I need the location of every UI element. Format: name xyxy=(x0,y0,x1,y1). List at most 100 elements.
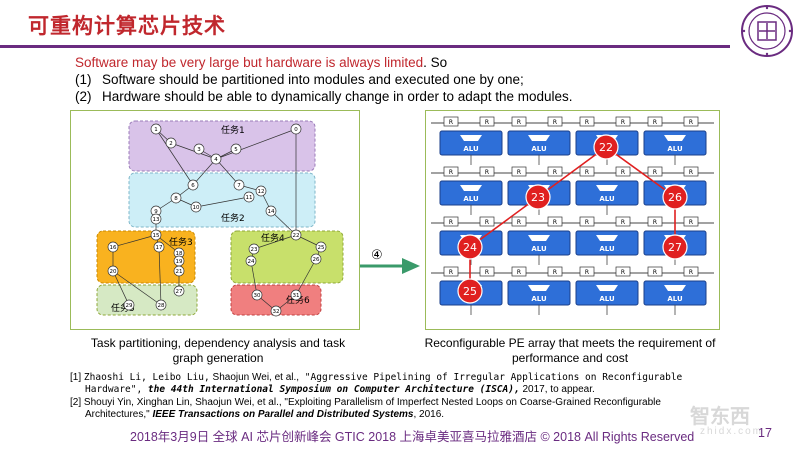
svg-text:22: 22 xyxy=(293,233,300,239)
task-node-29: 29 xyxy=(123,299,135,311)
alu-label: ALU xyxy=(599,245,615,253)
svg-text:18: 18 xyxy=(176,251,183,257)
intro-item-1-text: Software should be partitioned into modu… xyxy=(102,72,524,87)
task-node-19: 19 xyxy=(173,255,185,267)
reference-1-line2-a: Hardware", xyxy=(85,384,143,395)
task-node-1: 1 xyxy=(150,123,162,135)
register-label: R xyxy=(689,219,693,226)
intro-item-2-text: Hardware should be able to dynamically c… xyxy=(102,89,573,104)
svg-text:0: 0 xyxy=(294,127,298,133)
intro-item-1-num: (1) xyxy=(75,72,92,87)
svg-text:14: 14 xyxy=(268,209,275,215)
mapped-task-23: 23 xyxy=(525,184,551,210)
svg-text:24: 24 xyxy=(463,241,477,254)
task-node-3: 3 xyxy=(193,143,205,155)
group-task3 xyxy=(96,230,196,284)
title-divider xyxy=(0,45,730,48)
task-node-22: 22 xyxy=(290,229,302,241)
intro-highlight: Software may be very large but hardware … xyxy=(75,55,424,70)
svg-text:12: 12 xyxy=(258,189,265,195)
register-label: R xyxy=(553,119,557,126)
task-node-17: 17 xyxy=(153,241,165,253)
pe-array-svg: RRALURRALURRALURRALURRALURRALURRALURRALU… xyxy=(431,116,714,315)
task-dependency-edge xyxy=(170,142,217,160)
register-label: R xyxy=(517,169,521,176)
svg-text:3: 3 xyxy=(197,147,201,153)
svg-text:21: 21 xyxy=(176,269,183,275)
register-label: R xyxy=(449,219,453,226)
svg-text:9: 9 xyxy=(154,209,158,215)
caption-left: Task partitioning, dependency analysis a… xyxy=(90,336,346,365)
task-node-21: 21 xyxy=(173,265,185,277)
register-label: R xyxy=(449,169,453,176)
reference-1-title: "Aggressive Pipelining of Irregular Appl… xyxy=(299,372,683,383)
task-node-11: 11 xyxy=(243,191,255,203)
svg-text:23: 23 xyxy=(251,247,258,253)
group-task1-label: 任务1 xyxy=(221,124,245,136)
reference-2-line2-a: Architectures," xyxy=(85,409,150,420)
svg-text:30: 30 xyxy=(254,293,261,299)
svg-text:8: 8 xyxy=(174,196,178,202)
reference-1-number: [1] xyxy=(70,372,82,383)
svg-text:5: 5 xyxy=(234,147,238,153)
task-node-2: 2 xyxy=(165,137,177,149)
alu-label: ALU xyxy=(599,195,615,203)
register-label: R xyxy=(553,169,557,176)
reference-2-line-2: Architectures," IEEE Transactions on Par… xyxy=(85,409,444,421)
register-label: R xyxy=(485,269,489,276)
svg-text:27: 27 xyxy=(668,241,682,254)
reference-2-number: [2] xyxy=(70,397,82,408)
svg-text:13: 13 xyxy=(153,217,160,223)
task-dependency-edge xyxy=(112,234,157,248)
svg-text:25: 25 xyxy=(318,245,325,251)
pe-array-figure: RRALURRALURRALURRALURRALURRALURRALURRALU… xyxy=(425,110,720,330)
alu-label: ALU xyxy=(667,145,683,153)
intro-item-1: (1) Software should be partitioned into … xyxy=(75,72,524,88)
reference-2-venue: IEEE Transactions on Parallel and Distri… xyxy=(149,409,414,420)
register-label: R xyxy=(689,169,693,176)
svg-text:16: 16 xyxy=(110,245,117,251)
mapped-task-26: 26 xyxy=(662,184,688,210)
task-dependency-edge xyxy=(295,258,317,296)
register-label: R xyxy=(621,169,625,176)
caption-right: Reconfigurable PE array that meets the r… xyxy=(424,336,716,365)
register-label: R xyxy=(621,119,625,126)
register-label: R xyxy=(517,269,521,276)
task-node-30: 30 xyxy=(251,289,263,301)
mapping-edge xyxy=(537,146,607,198)
svg-text:10: 10 xyxy=(193,205,200,211)
slide-title: 可重构计算芯片技术 xyxy=(28,14,226,38)
intro-tail: . So xyxy=(423,55,448,70)
task-node-6: 6 xyxy=(187,179,199,191)
task-dependency-edge xyxy=(155,128,194,186)
university-seal-logo xyxy=(741,5,793,57)
mapping-edge xyxy=(605,146,676,198)
svg-text:22: 22 xyxy=(599,141,613,154)
task-node-32: 32 xyxy=(270,305,282,317)
page-number: 17 xyxy=(758,426,772,440)
svg-text:11: 11 xyxy=(246,195,253,201)
task-node-20: 20 xyxy=(107,265,119,277)
svg-text:4: 4 xyxy=(214,157,218,163)
register-label: R xyxy=(485,169,489,176)
register-label: R xyxy=(485,119,489,126)
register-label: R xyxy=(585,219,589,226)
task-dependency-edge xyxy=(253,234,297,250)
task-dependency-edge xyxy=(195,195,250,208)
group-task2-label: 任务2 xyxy=(221,212,245,224)
watermark-logo: 智东西 xyxy=(690,404,750,428)
svg-text:26: 26 xyxy=(313,257,320,263)
svg-text:15: 15 xyxy=(153,233,160,239)
svg-text:24: 24 xyxy=(248,259,255,265)
intro-line-1: Software may be very large but hardware … xyxy=(75,55,447,71)
task-dependency-edge xyxy=(158,246,163,306)
svg-text:27: 27 xyxy=(176,289,183,295)
alu-label: ALU xyxy=(531,145,547,153)
reference-1-year: 2017, to appear. xyxy=(519,384,595,395)
mapped-task-22: 22 xyxy=(593,134,619,160)
mapped-task-27: 27 xyxy=(662,234,688,260)
group-task3-label: 任务3 xyxy=(169,236,193,248)
